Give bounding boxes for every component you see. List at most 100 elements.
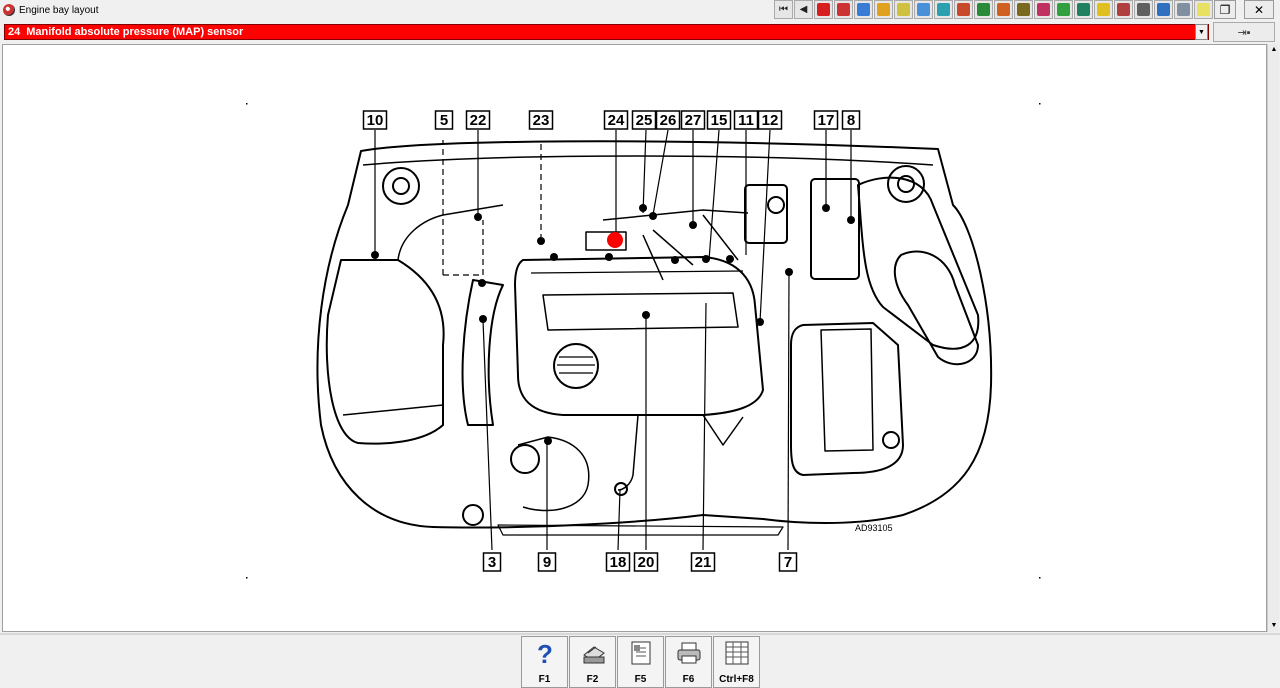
coolant-reservoir [893,250,979,366]
fkey-f1[interactable]: ? F1 [521,636,568,688]
callout-label-11[interactable]: 11 [738,112,754,129]
printer-icon [676,639,702,674]
tool-icon-2[interactable] [854,0,873,19]
callout-label-24[interactable]: 24 [608,112,625,129]
callout-label-22[interactable]: 22 [470,112,487,129]
back-icon[interactable]: ◀ [794,0,813,19]
callout-box-9 [537,552,557,572]
fkey-ctrl-f8[interactable]: Ctrl+F8 [713,636,760,688]
callout-box-26 [655,110,681,130]
callout-box-23 [528,110,554,130]
map-sensor [585,231,627,251]
scroll-up-icon[interactable]: ▲ [1270,46,1278,53]
tool-icon-12[interactable] [1054,0,1073,19]
callout-label-5[interactable]: 5 [440,112,448,129]
callout-label-15[interactable]: 15 [711,112,728,129]
exit-button[interactable]: ⇥▪ [1213,22,1275,42]
fkey-label: F1 [538,674,551,685]
vertical-scrollbar[interactable]: ▲ ▼ [1267,44,1279,632]
tool-icon-4[interactable] [894,0,913,19]
callout-label-9[interactable]: 9 [543,554,551,571]
callout-box-8 [841,110,861,130]
tool-icon-11[interactable] [1034,0,1053,19]
callout-box-18 [605,552,631,572]
window-title: Engine bay layout [19,4,99,16]
tool-icon-6[interactable] [934,0,953,19]
tool-icon-15[interactable] [1114,0,1133,19]
fkey-f2[interactable]: F2 [569,636,616,688]
fkey-label: F5 [634,674,647,685]
component-selector[interactable]: 24 Manifold absolute pressure (MAP) sens… [4,24,1209,40]
tool-icon-19[interactable] [1194,0,1213,19]
tool-icon-5[interactable] [914,0,933,19]
callout-label-3[interactable]: 3 [488,554,496,571]
engine-bay-outline [316,140,993,529]
battery [790,322,904,476]
tool-icon-17[interactable] [1154,0,1173,19]
document-icon [628,639,654,674]
callout-label-10[interactable]: 10 [367,112,384,129]
chevron-down-icon[interactable]: ▼ [1195,24,1208,40]
strut-top-left [382,167,420,205]
callout-box-22 [465,110,491,130]
svg-text:?: ? [537,639,553,667]
fuse-box [810,178,860,280]
function-key-bar: ? F1 F2 F5 F6 Ctrl+F8 [521,636,761,688]
tool-icon-3[interactable] [874,0,893,19]
fkey-f5[interactable]: F5 [617,636,664,688]
engine-cover [514,256,764,416]
tool-icon-16[interactable] [1134,0,1153,19]
diagram-code: AD93105 [855,523,893,533]
tool-icon-14[interactable] [1094,0,1113,19]
callout-label-27[interactable]: 27 [685,112,702,129]
fkey-label: F2 [586,674,599,685]
tool-icon-13[interactable] [1074,0,1093,19]
callout-box-3 [482,552,502,572]
first-icon[interactable]: ⏮ [774,0,793,19]
map-sensor-highlight[interactable] [607,232,623,248]
callout-label-8[interactable]: 8 [847,112,855,129]
callout-label-12[interactable]: 12 [762,112,779,129]
callout-label-21[interactable]: 21 [695,554,712,571]
callout-box-27 [680,110,706,130]
app-icon [3,4,15,16]
tool-icon-1[interactable] [834,0,853,19]
tool-icon-8[interactable] [974,0,993,19]
tool-icon-18[interactable] [1174,0,1193,19]
tool-icon-10[interactable] [1014,0,1033,19]
air-filter-box [325,259,445,445]
close-button[interactable]: ✕ [1244,0,1274,19]
fkey-label: F6 [682,674,695,685]
restore-button[interactable]: ❐ [1214,0,1236,19]
fkey-label: Ctrl+F8 [719,674,754,685]
abs-unit [744,184,788,244]
callout-label-26[interactable]: 26 [660,112,677,129]
tool-icon-7[interactable] [954,0,973,19]
toolbar: ⏮◀ [773,0,1213,20]
callout-box-10 [362,110,388,130]
callout-label-20[interactable]: 20 [638,554,655,571]
print-setup-icon [580,639,606,674]
status-divider [0,633,1280,635]
scroll-down-icon[interactable]: ▼ [1270,622,1278,629]
callout-label-7[interactable]: 7 [784,554,792,571]
tool-icon-9[interactable] [994,0,1013,19]
callout-label-18[interactable]: 18 [610,554,627,571]
warning-icon[interactable] [814,0,833,19]
callout-box-5 [434,110,454,130]
intake-hose [461,279,504,426]
callout-box-12 [757,110,783,130]
callout-box-7 [778,552,798,572]
exit-icon: ⇥▪ [1237,26,1251,39]
coolant-cap [510,444,540,474]
callout-box-21 [690,552,716,572]
strut-top-right [887,165,925,203]
selector-label: Manifold absolute pressure (MAP) sensor [26,26,244,38]
callout-label-23[interactable]: 23 [533,112,550,129]
callout-box-24 [603,110,629,130]
callout-label-25[interactable]: 25 [636,112,653,129]
fkey-f6[interactable]: F6 [665,636,712,688]
oil-cap [553,343,599,389]
callout-labels-top: 10 5 22 23 24 25 26 27 15 11 12 17 8 [362,110,861,130]
callout-label-17[interactable]: 17 [818,112,835,129]
